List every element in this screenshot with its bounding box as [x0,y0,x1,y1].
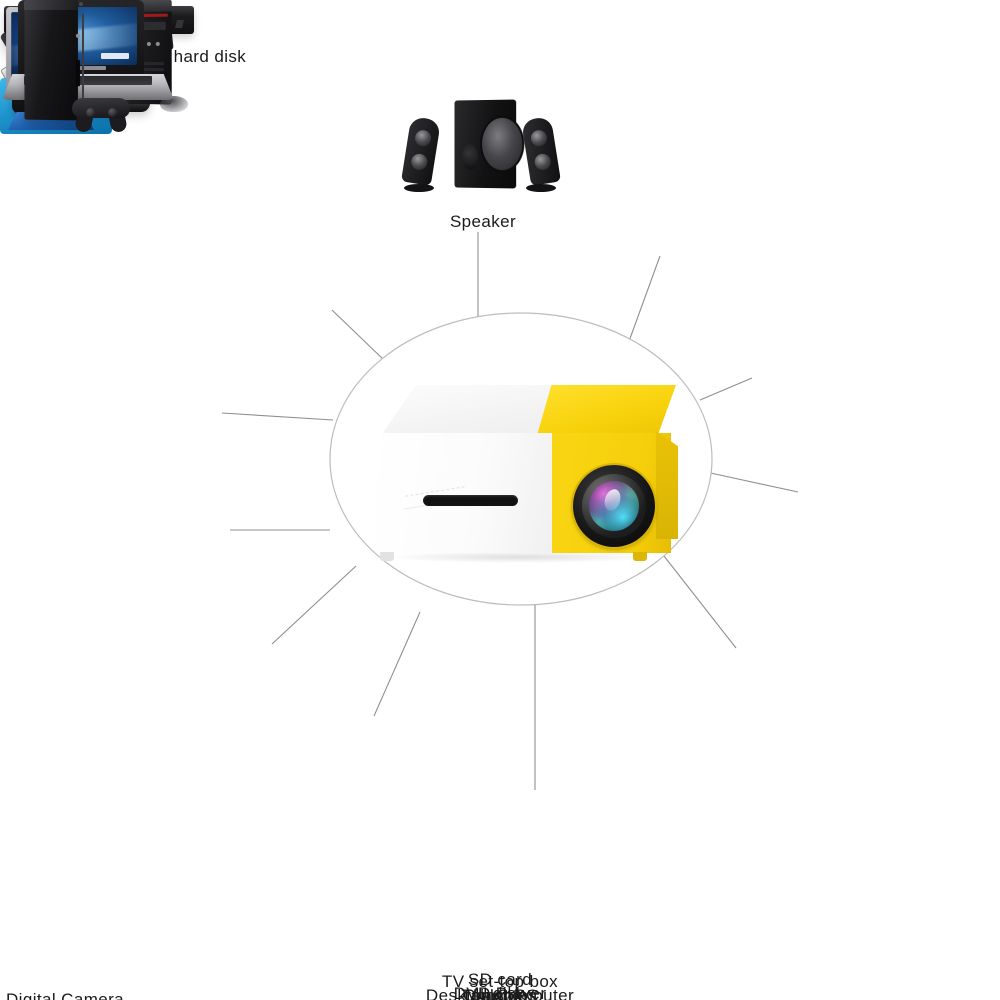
mini-projector [368,385,678,575]
speaker-base [404,184,434,192]
laptop-keyboard [24,76,152,85]
subwoofer-port [462,144,479,170]
speaker-driver [533,152,552,172]
node-label-dvd-player: DVD Player [453,984,547,1000]
connector-tablet [373,611,421,717]
node-label-laptop: Laptop [472,986,528,1000]
node-label-desktop-computer: Desktop Computer [425,986,575,1000]
projector-shadow [388,551,653,563]
node-speaker[interactable]: Speaker [398,92,568,232]
node-label-speaker: Speaker [449,212,517,232]
node-tablet-pc[interactable]: Tablet PC [0,0,538,1000]
projector-body-white [375,433,553,553]
speaker-set-icon [398,92,568,213]
subwoofer-cone [480,115,525,173]
laptop-webcam [79,2,83,6]
node-desktop-computer[interactable]: Desktop Computer [0,0,574,1000]
gamepad-icon [72,94,130,134]
console-top-panel [24,0,78,10]
mouse-icon [160,96,188,112]
gamepad-body [72,98,130,118]
subwoofer-icon [454,99,525,189]
node-sd-card[interactable]: PNY SD card [0,216,532,989]
projector-foot [380,552,394,561]
projector-lens-glass [589,481,639,531]
node-dvd-player[interactable]: DVD DVD Player [0,6,546,1000]
projector-foot [633,552,647,561]
projector-lens-barrel [582,474,646,538]
connector-dvd [271,565,357,645]
projector-lens-highlight [601,487,624,513]
console-disc-slot [75,59,80,87]
node-digital-camera[interactable]: Digital Camera [0,0,230,1000]
speaker-base [526,184,556,192]
node-label-tablet-pc: Tablet PC [461,986,539,1000]
projector-side-yellow [656,431,678,539]
satellite-speaker-right-icon [521,116,561,186]
connector-udisk [699,377,753,401]
game-console-icon [24,3,84,121]
connector-hdd [627,255,661,345]
connector-laptop [221,412,334,421]
node-label-sd-card: SD card [467,970,533,990]
node-label-u-disk: U disk [475,984,525,1000]
gamepad-stick [86,108,95,117]
projector-focus-slot [423,495,518,506]
speaker-driver [529,129,549,148]
node-label-tv-set-top-box: TV set-top box [441,972,559,992]
node-label-consoles: Consoles [462,986,538,1000]
connector-consoles [331,309,385,361]
gamepad-stick [108,108,117,117]
speaker-driver [413,129,433,148]
connector-sd [705,471,799,493]
node-label-digital-camera: Digital Camera [6,990,125,1000]
projector-top-yellow [536,385,676,439]
console-power-led [75,33,80,38]
node-tv-set-top-box[interactable]: TV set-top box [0,8,558,991]
laptop-screen-badge [101,53,129,59]
satellite-speaker-left-icon [401,116,441,186]
projector-lens [573,465,655,547]
speaker-driver [410,152,429,172]
